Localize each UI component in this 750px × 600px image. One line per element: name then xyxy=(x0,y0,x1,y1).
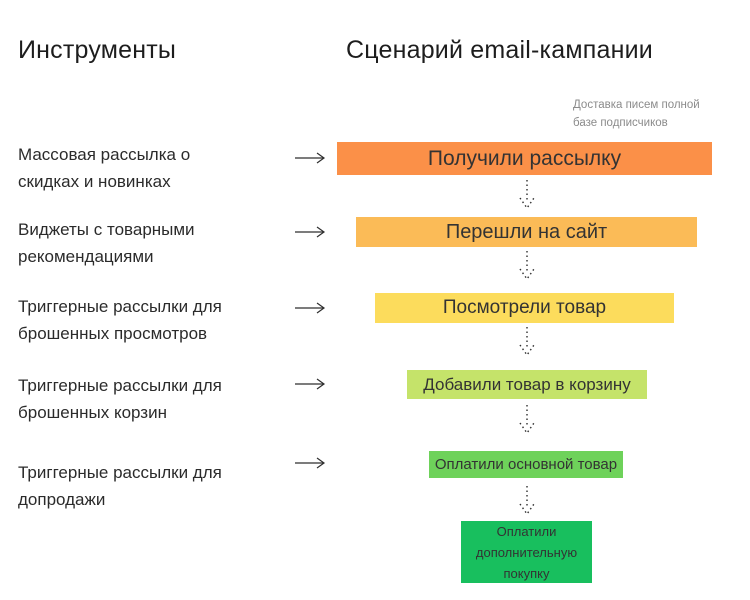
subscriber-base-note: Доставка писем полной базе подписчиков xyxy=(573,99,700,129)
dotted-arrow-down-icon xyxy=(517,179,537,211)
funnel-step-visited-site: Перешли на сайт xyxy=(356,217,697,247)
funnel-step-received-mailing: Получили рассылку xyxy=(337,142,712,175)
dotted-arrow-down-icon xyxy=(517,404,537,436)
tool-item-product-widgets: Виджеты с товарными рекомендациями xyxy=(18,220,195,266)
arrow-right-icon xyxy=(295,456,327,470)
tool-item-abandoned-carts: Триггерные рассылки для брошенных корзин xyxy=(18,376,222,422)
tool-item-abandoned-views: Триггерные рассылки для брошенных просмо… xyxy=(18,297,222,343)
dotted-arrow-down-icon xyxy=(517,485,537,517)
funnel-step-viewed-product: Посмотрели товар xyxy=(375,293,674,323)
funnel-step-added-to-cart: Добавили товар в корзину xyxy=(407,370,647,399)
tools-column-title: Инструменты xyxy=(18,36,177,64)
arrow-right-icon xyxy=(295,151,327,165)
funnel-step-paid-extra-purchase: Оплатили дополнительную покупку xyxy=(461,521,592,583)
arrow-right-icon xyxy=(295,301,327,315)
tool-item-mass-mailing: Массовая рассылка о скидках и новинках xyxy=(18,145,191,191)
scenario-column-title: Сценарий email-кампании xyxy=(346,36,653,64)
tool-item-upsell: Триггерные рассылки для допродажи xyxy=(18,463,222,509)
arrow-right-icon xyxy=(295,225,327,239)
dotted-arrow-down-icon xyxy=(517,326,537,358)
funnel-step-paid-main-product: Оплатили основной товар xyxy=(429,451,623,478)
dotted-arrow-down-icon xyxy=(517,250,537,282)
arrow-right-icon xyxy=(295,377,327,391)
